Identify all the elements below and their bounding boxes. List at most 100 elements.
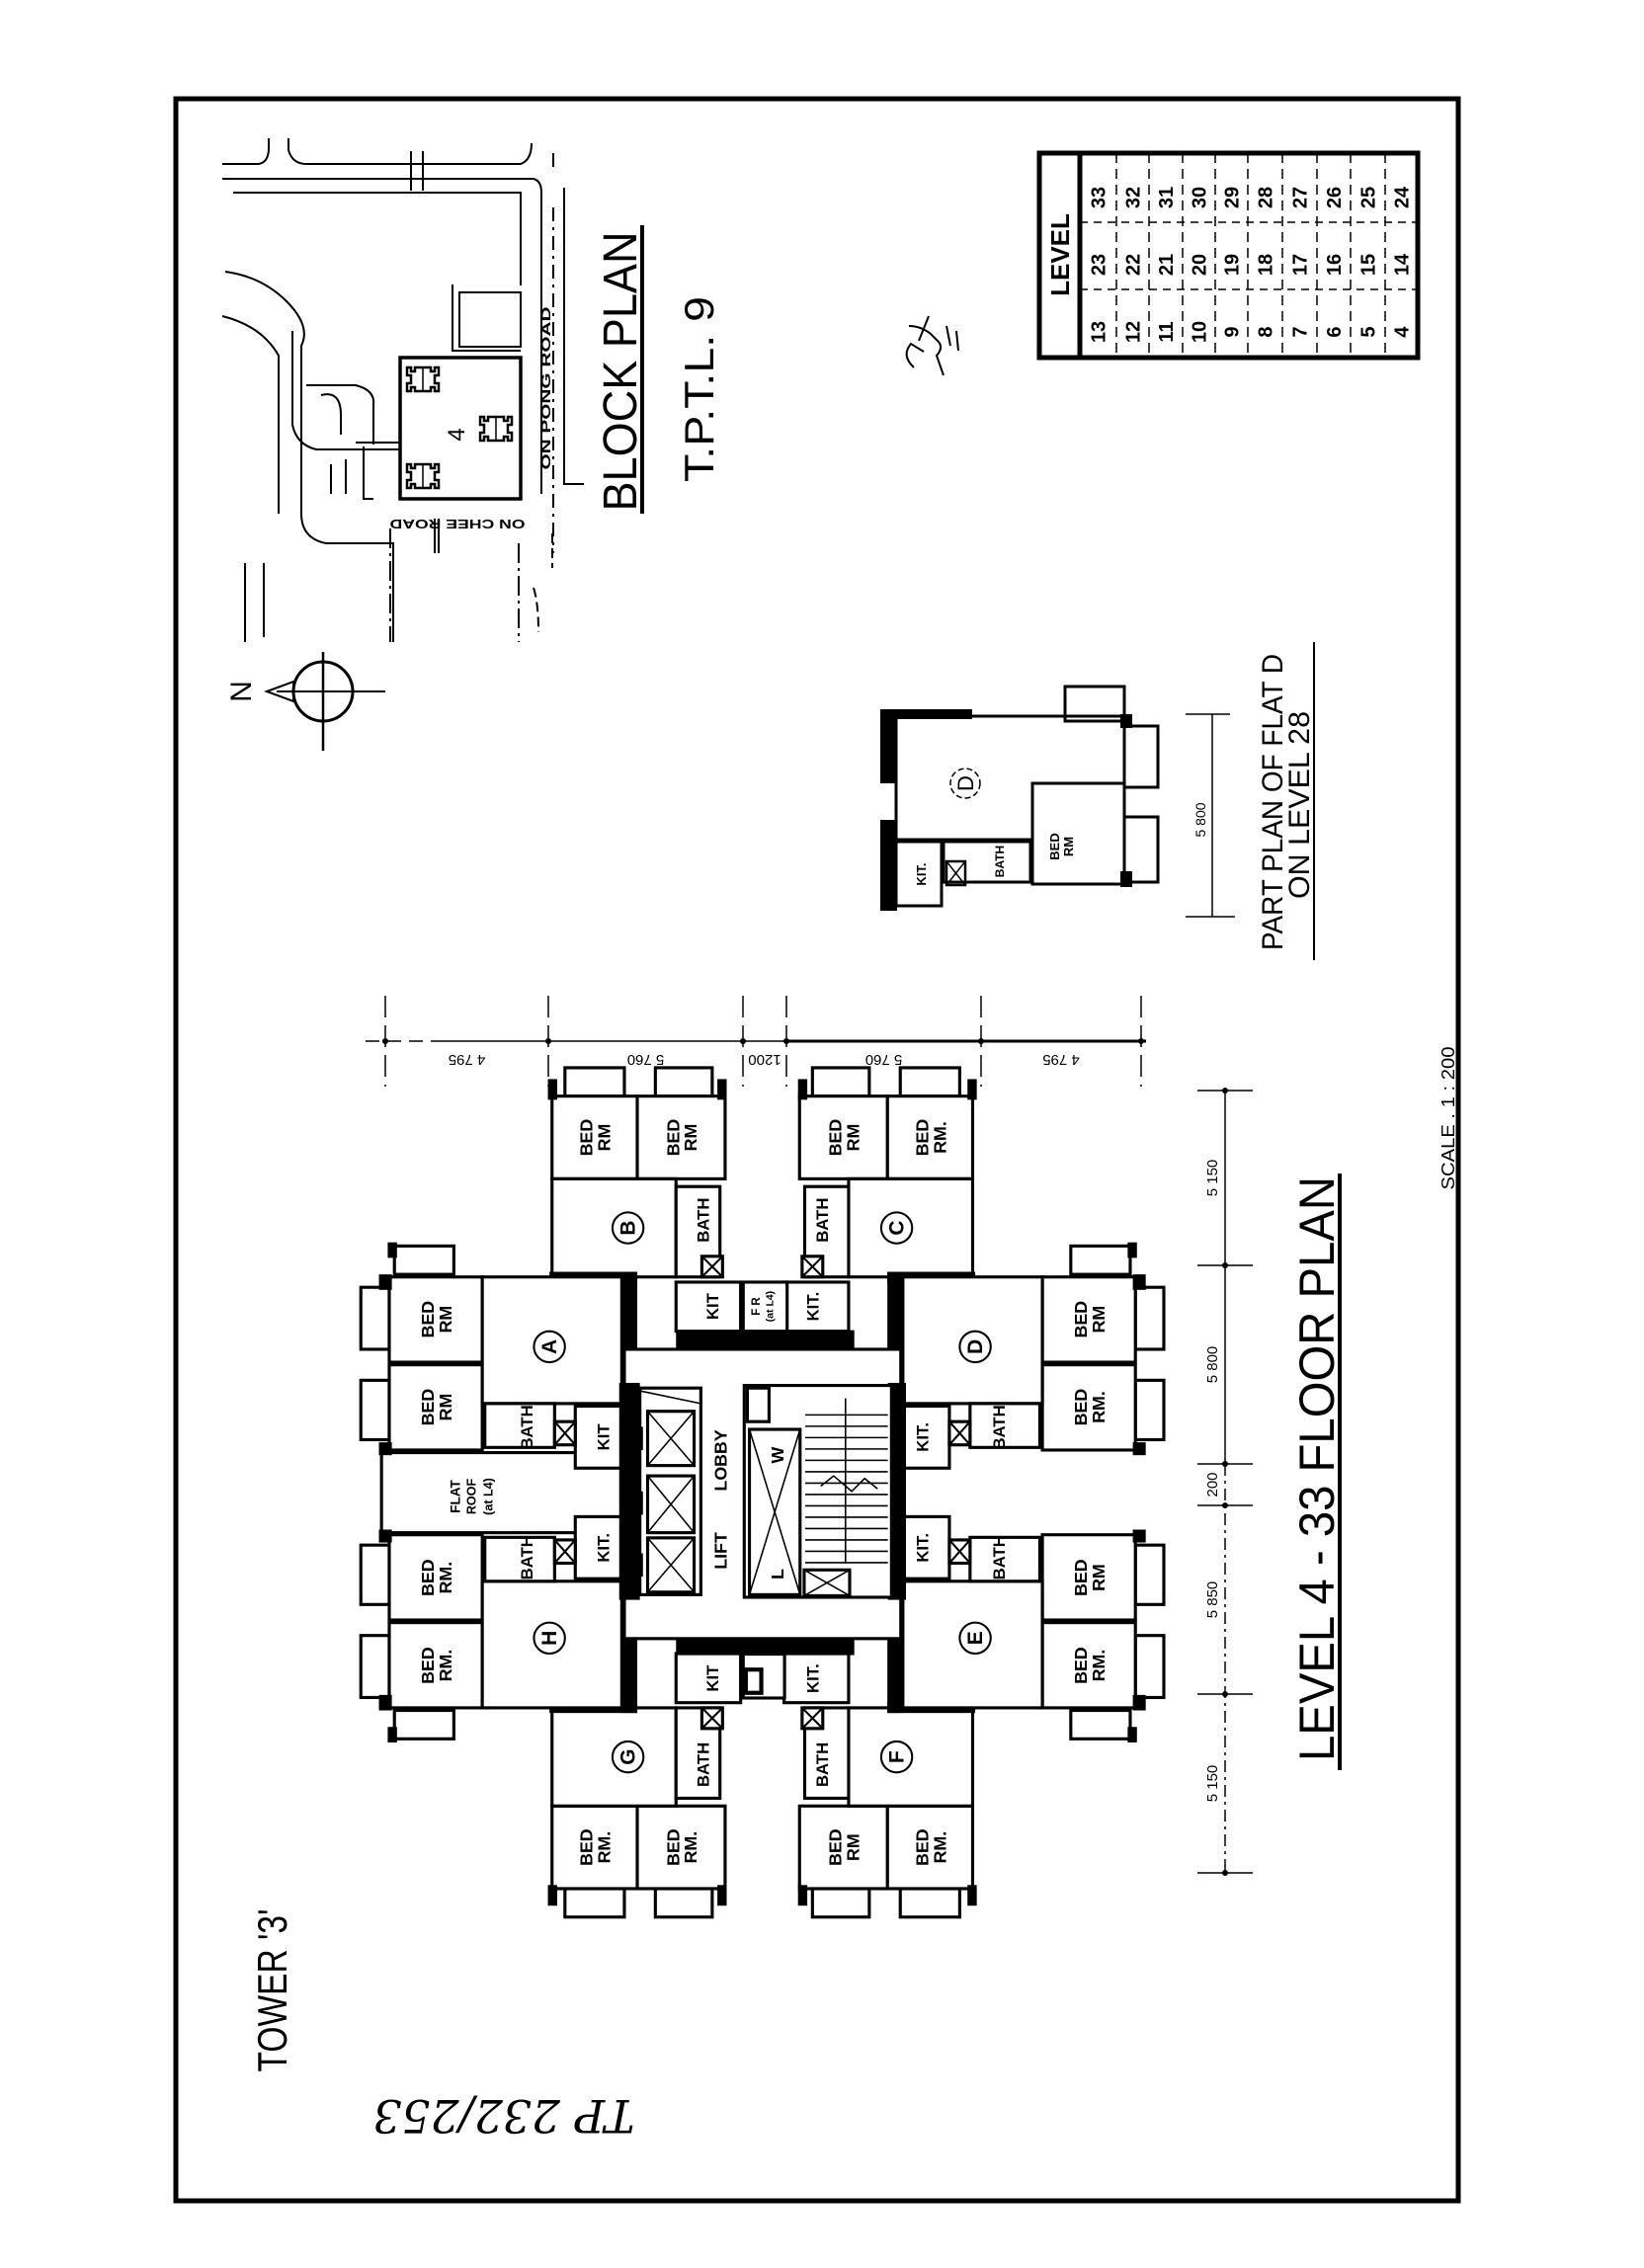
- bed1-label-line-2: RM: [594, 1124, 614, 1152]
- dimension-node: [1222, 1088, 1228, 1094]
- kit-label: KIT: [703, 1664, 722, 1692]
- fire-room-label-2: (at L4): [766, 1291, 777, 1322]
- kit-label: KIT.: [804, 1663, 823, 1693]
- level-table-cell: 11: [1156, 321, 1178, 342]
- structural-wall: [387, 1242, 397, 1258]
- structural-wall: [1132, 1442, 1146, 1456]
- duct-cross-icon: [801, 1256, 824, 1278]
- road-divider: [434, 519, 440, 553]
- living-room: [901, 1580, 1044, 1710]
- level-table-cell: 30: [1190, 187, 1211, 208]
- level-table-cell: 31: [1156, 187, 1178, 208]
- dimension-node: [1222, 1461, 1228, 1467]
- bed2-label-line-2: RM: [1089, 1564, 1109, 1591]
- part-plan-kit-label: KIT.: [914, 862, 929, 885]
- level-table-cell: 9: [1222, 326, 1244, 337]
- dimension-node: [783, 1038, 789, 1044]
- balcony: [810, 1887, 871, 1919]
- bed1-label-line-2: RM.: [930, 1831, 949, 1864]
- flat-letter-circle: [958, 1621, 992, 1656]
- lobby-label: LOBBY: [711, 1429, 731, 1491]
- bed1-label-line-2: RM.: [1089, 1650, 1109, 1682]
- top-dimension-label: 4 795: [449, 1051, 486, 1068]
- flat-letter: A: [538, 1339, 561, 1354]
- bed-room: [387, 1363, 484, 1452]
- bed-room: [387, 1533, 484, 1622]
- tower-footprint-icon: [405, 365, 441, 393]
- balcony: [1069, 1708, 1132, 1741]
- structural-wall: [797, 1079, 808, 1100]
- bed-room: [550, 1094, 639, 1180]
- balcony: [359, 1634, 391, 1700]
- bed-room: [1040, 1621, 1137, 1710]
- kit-label: KIT.: [913, 1422, 932, 1452]
- bed2-label-line-2: RM.: [681, 1831, 700, 1864]
- level-table-cell: 8: [1256, 326, 1277, 337]
- balcony: [1133, 1285, 1166, 1351]
- structural-wall: [1127, 1727, 1137, 1742]
- living-room: [901, 1275, 1044, 1406]
- balcony: [898, 1066, 961, 1098]
- flat-roof-label-2: ROOF: [464, 1479, 478, 1515]
- duct-cross-icon: [700, 1707, 724, 1730]
- duct-cross-icon: [553, 1420, 577, 1446]
- kit-room: [901, 1404, 951, 1470]
- dimension-node: [1138, 1038, 1144, 1044]
- level-table-cell: 29: [1222, 187, 1244, 208]
- part-plan-title-line-2: ON LEVEL 28: [1283, 711, 1316, 899]
- level-table-cell: 7: [1290, 326, 1312, 337]
- duct-cross-icon: [948, 1420, 971, 1446]
- refuse-room: [741, 1652, 786, 1700]
- balcony: [359, 1285, 391, 1351]
- structural-wall: [378, 1694, 392, 1711]
- level-table-cell: 26: [1324, 187, 1346, 208]
- level-table-cell: 23: [1089, 254, 1110, 276]
- floor-plan-title: LEVEL 4 - 33 FLOOR PLAN: [1289, 1176, 1345, 1761]
- bed1-label-line-1: BED: [418, 1647, 438, 1684]
- north-arrow-icon: [264, 652, 385, 751]
- structural-wall: [887, 1271, 903, 1349]
- side-dimension-label: 5 150: [1204, 1765, 1221, 1803]
- site-roads: [221, 138, 584, 642]
- dimension-node: [740, 1038, 746, 1044]
- structural-wall: [1127, 1242, 1137, 1258]
- block-plan: 4 ON PONG ROAD ON CHEE ROAD BLOCK PLAN T…: [221, 138, 722, 751]
- structural-wall: [1132, 1274, 1146, 1290]
- kit-room: [573, 1514, 623, 1580]
- structural-wall: [378, 1442, 392, 1456]
- top-dimension-label: 5 760: [865, 1051, 903, 1068]
- level-table-cell: 24: [1392, 186, 1414, 208]
- level-table-header: LEVEL: [1045, 213, 1075, 296]
- bed1-label-line-1: BED: [577, 1119, 597, 1157]
- balcony: [392, 1244, 455, 1276]
- bed2-label-line-2: RM: [681, 1124, 700, 1152]
- bed1-label-line-1: BED: [1071, 1301, 1091, 1338]
- bed2-label-line-1: BED: [1071, 1559, 1091, 1596]
- block-plan-title: BLOCK PLAN: [595, 232, 647, 512]
- balcony: [810, 1066, 871, 1098]
- level-table-cell: 21: [1156, 254, 1178, 276]
- bed1-label-line-1: BED: [577, 1828, 597, 1866]
- part-plan-title-line-1: PART PLAN OF FLAT D: [1257, 654, 1289, 950]
- structural-wall: [967, 1885, 977, 1906]
- duct-cross-icon: [553, 1539, 577, 1565]
- bed2-label-line-1: BED: [663, 1828, 683, 1866]
- lift-cross-icon: [646, 1411, 696, 1467]
- bed2-label-line-1: BED: [826, 1828, 846, 1866]
- handwritten-reference: TP 232/253: [373, 2089, 635, 2143]
- bath-label: BATH: [518, 1535, 536, 1580]
- bed-room: [387, 1275, 484, 1364]
- bed1-label-line-2: RM: [436, 1306, 455, 1334]
- bed-room: [885, 1094, 975, 1180]
- dimension-node: [1222, 1502, 1228, 1508]
- kit-room: [674, 1652, 743, 1705]
- lift-door: [639, 1553, 643, 1578]
- fire-room: [741, 1280, 789, 1334]
